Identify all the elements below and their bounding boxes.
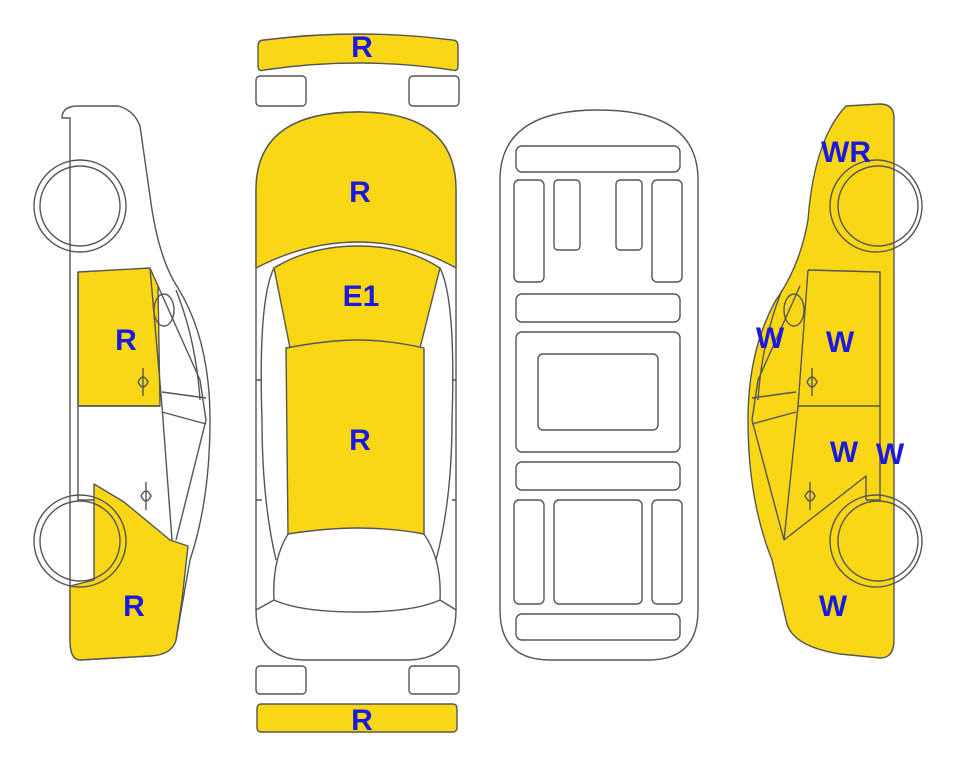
underbody-rear-panel — [515, 613, 681, 641]
left-front-door-handle — [137, 368, 149, 396]
left-mirror[interactable] — [153, 293, 175, 327]
left-front-wheel-arch — [33, 159, 127, 253]
underbody-rear-center — [553, 499, 643, 605]
right-rear-wheel[interactable] — [837, 500, 919, 582]
right-rear-wheel-arch — [829, 494, 923, 588]
right-front-wheel-arch — [829, 159, 923, 253]
right-body-panel[interactable] — [747, 103, 895, 659]
hood-code: R — [349, 176, 371, 209]
left-rear-wheel[interactable] — [39, 500, 121, 582]
underbody-view — [499, 109, 699, 661]
right-rear-quarter-code: WR — [821, 136, 871, 169]
left-rear-quarter-panel[interactable] — [69, 483, 189, 661]
top-view: R R E1 R R — [255, 31, 460, 737]
right-front-fender-code: W — [819, 590, 848, 623]
right-side-view: WR W W W W W — [747, 103, 923, 659]
left-front-wheel[interactable] — [39, 165, 121, 247]
hood-panel[interactable] — [255, 111, 457, 269]
left-rear-quarter-code: R — [123, 590, 145, 623]
right-rear-door-code: W — [830, 436, 859, 469]
roof-code: R — [349, 424, 371, 457]
underbody-rear-crossmember — [515, 461, 681, 491]
right-rear-door-handle — [804, 482, 816, 510]
right-mirror[interactable] — [783, 293, 805, 327]
left-door-lines — [77, 267, 207, 541]
rear-right-corner — [408, 665, 460, 695]
windshield-code: E1 — [343, 280, 380, 313]
left-front-door-code: R — [115, 324, 137, 357]
front-left-corner — [255, 75, 307, 107]
underbody-floor-center — [537, 353, 659, 431]
right-mirror-code: W — [756, 322, 785, 355]
underbody-front-crossmember — [515, 145, 681, 173]
left-side-view: R R — [33, 105, 211, 661]
underbody-front-left-rail — [513, 179, 545, 283]
front-bumper-code: R — [351, 31, 373, 64]
underbody-rear-left-rail — [513, 499, 545, 605]
left-rear-door-handle — [140, 482, 152, 510]
rear-left-corner — [255, 665, 307, 695]
underbody-floor-pan — [515, 331, 681, 453]
right-front-door-code: W — [826, 326, 855, 359]
front-right-corner — [408, 75, 460, 107]
left-rear-wheel-arch — [33, 494, 127, 588]
top-rear-lines — [255, 267, 457, 613]
underbody-rear-right-rail — [651, 499, 683, 605]
underbody-outline[interactable] — [499, 109, 699, 661]
right-front-door-handle — [806, 368, 818, 396]
underbody-front-left-mount — [553, 179, 581, 251]
rear-bumper-panel[interactable] — [256, 703, 458, 733]
right-front-wheel[interactable] — [837, 165, 919, 247]
right-rocker-code: W — [876, 438, 905, 471]
underbody-mid-crossmember — [515, 293, 681, 323]
underbody-front-right-rail — [651, 179, 683, 283]
front-bumper-panel[interactable] — [257, 33, 459, 72]
underbody-front-right-mount — [615, 179, 643, 251]
rear-bumper-code: R — [351, 704, 373, 737]
right-door-lines — [751, 269, 881, 541]
